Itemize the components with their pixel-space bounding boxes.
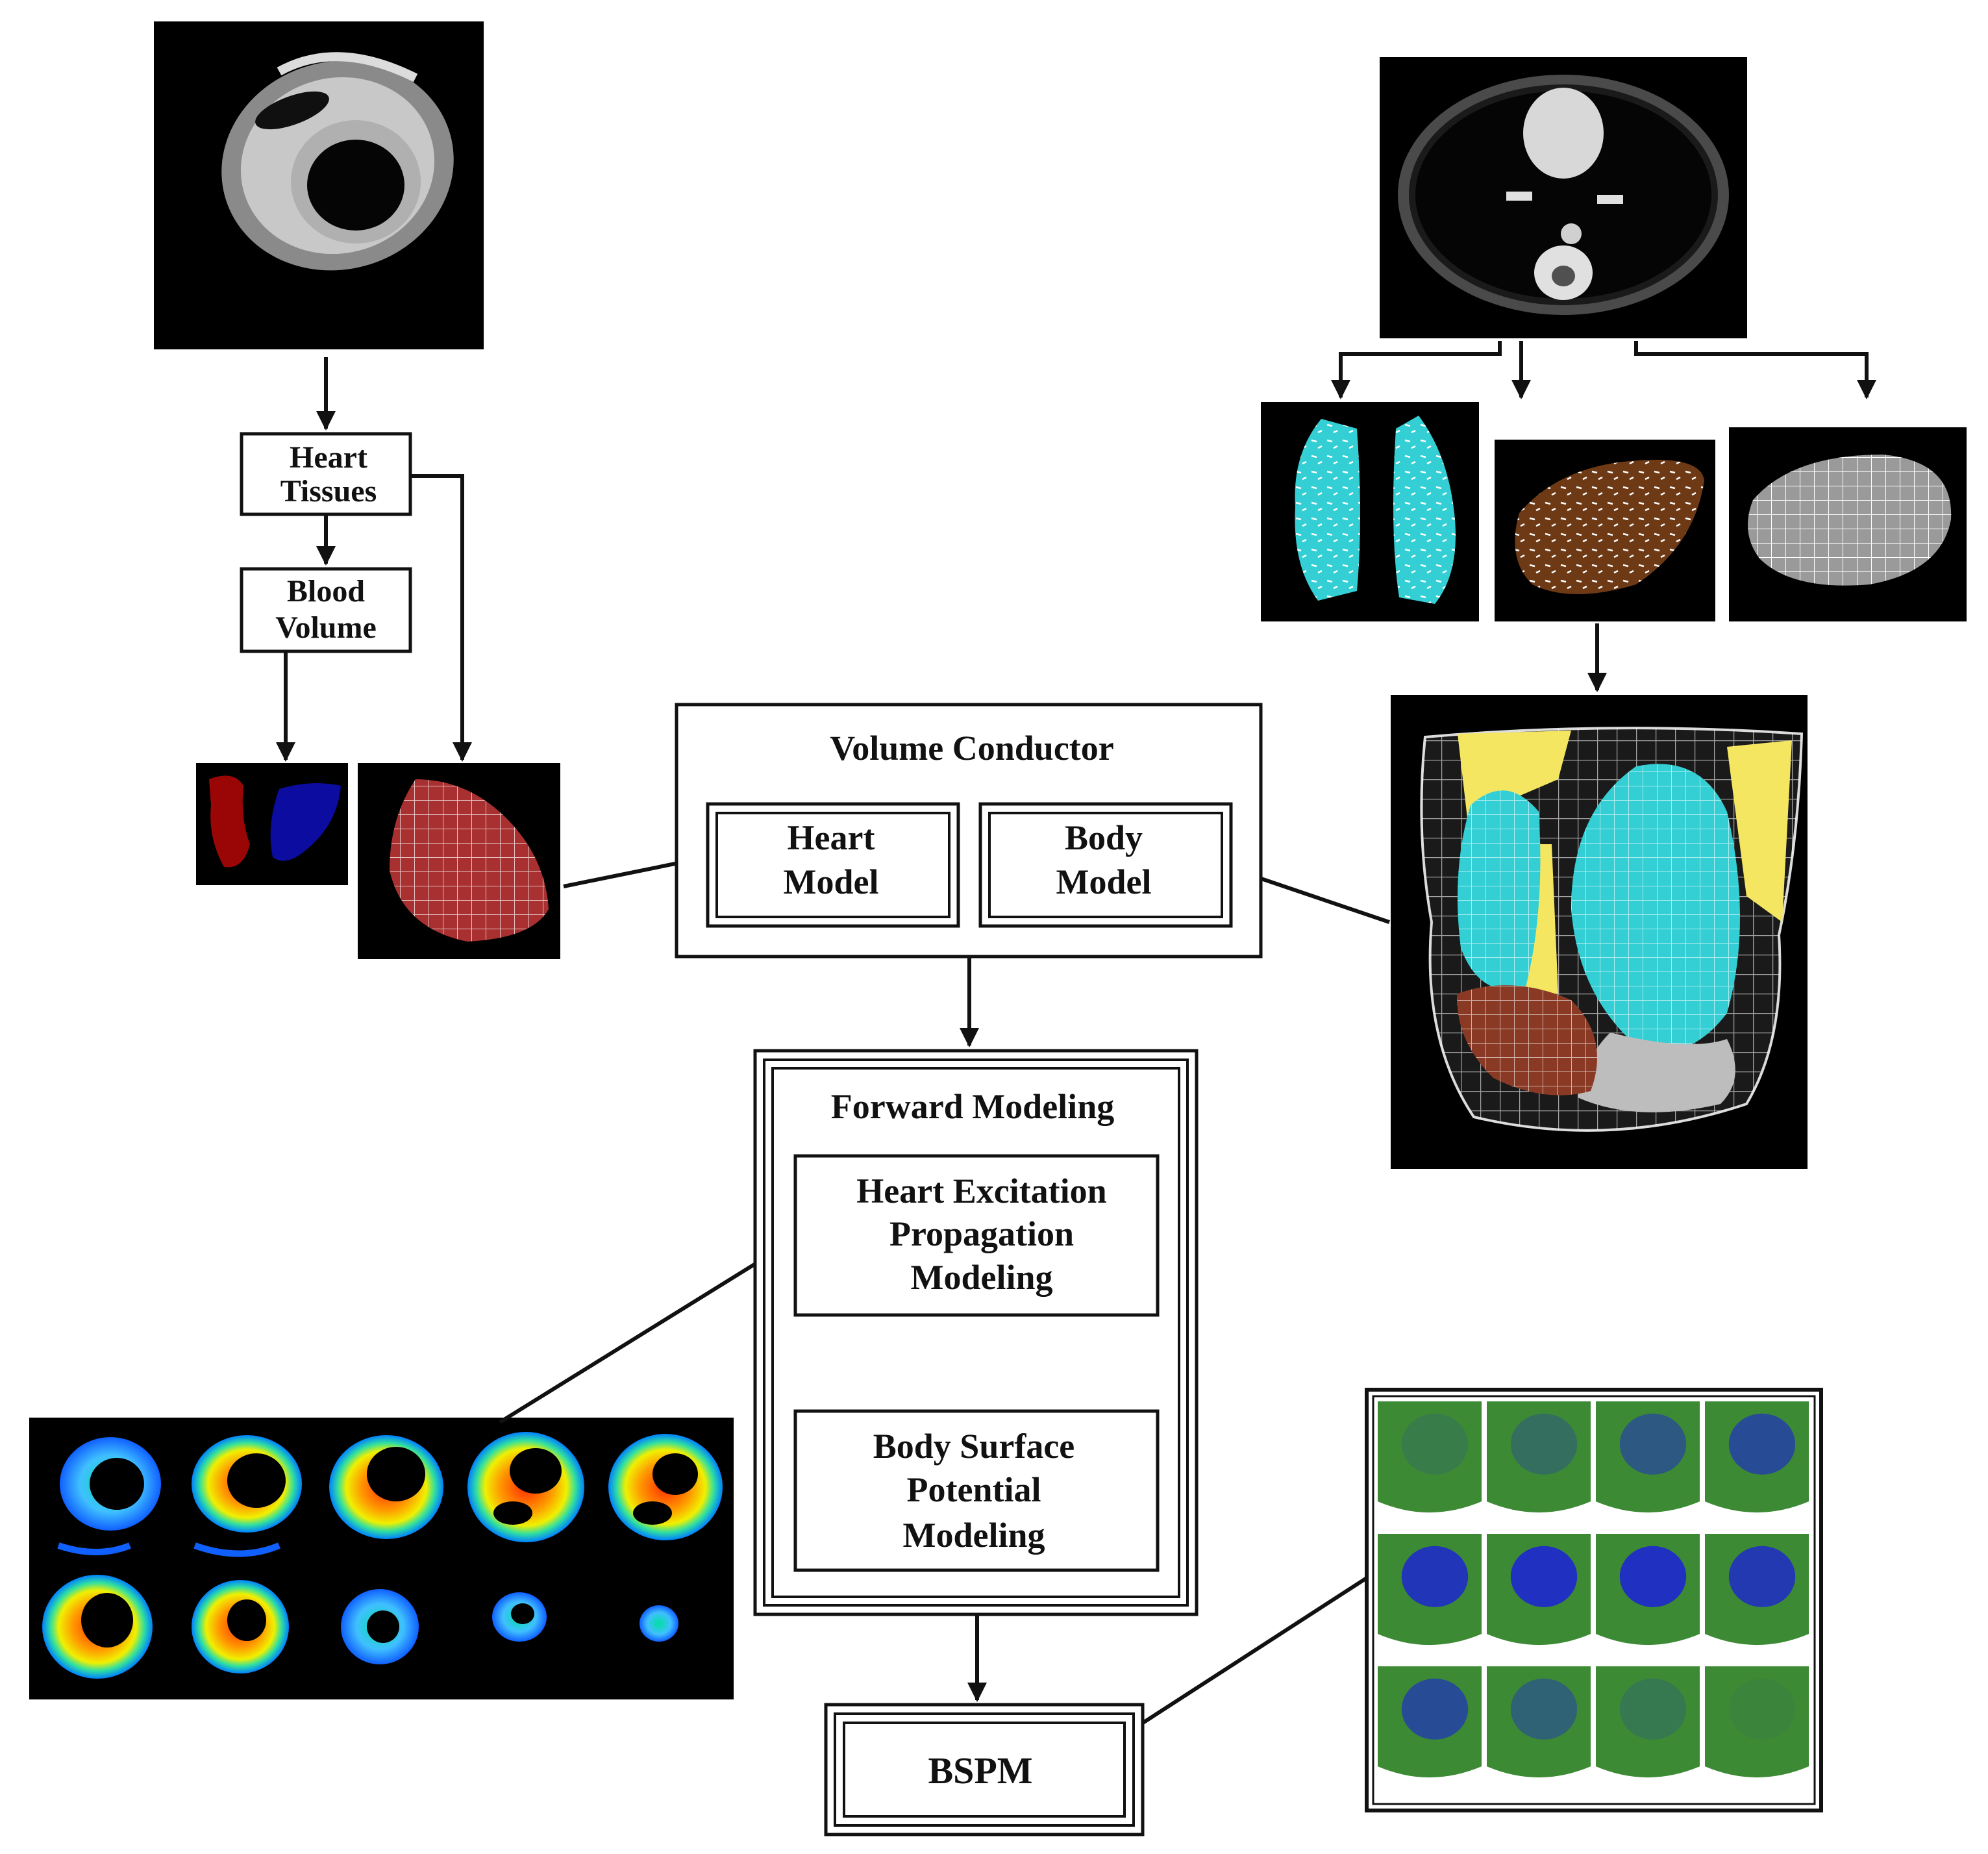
blood-volume-line-2: Volume [275, 610, 377, 645]
bspm-map-tile [1596, 1666, 1700, 1788]
forward-modeling-title: Forward Modeling [831, 1087, 1114, 1126]
bspm-map-tile [1705, 1666, 1809, 1788]
body-surface-line-1: Body Surface [873, 1427, 1075, 1466]
heart-tissues-line-1: Heart [290, 440, 367, 475]
bspm-map-tile [1487, 1401, 1591, 1523]
bspm-map-tile [1487, 1666, 1591, 1788]
blood-volume-box: Blood Volume [240, 567, 412, 653]
heart-model-line-1: Heart [788, 818, 875, 857]
body-surface-line-3: Modeling [902, 1516, 1045, 1555]
bspm-label: BSPM [928, 1749, 1032, 1792]
excitation-slice [192, 1580, 289, 1673]
bspm-map-tile [1378, 1401, 1482, 1523]
arrow-ct-to-torso [1634, 341, 1876, 399]
bspm-map-tile [1378, 1534, 1482, 1656]
heart-mri-image [154, 21, 484, 349]
excitation-slice [57, 1437, 161, 1555]
excitation-slice [341, 1589, 419, 1664]
bspm-box: BSPM [824, 1703, 1145, 1836]
bspm-map-tile [1487, 1534, 1591, 1656]
excitation-slice [192, 1435, 302, 1557]
bspm-map-tile [1596, 1401, 1700, 1523]
chest-ct-image [1380, 57, 1747, 338]
heart-excitation-box: Heart Excitation Propagation Modeling [793, 1154, 1160, 1317]
heart-excitation-line-2: Propagation [889, 1214, 1074, 1253]
heart-model-box: Heart Model [706, 802, 960, 928]
excitation-slices-image [29, 1418, 734, 1699]
torso-volume-model-image [1391, 695, 1808, 1169]
arrow-ct-to-lungs [1331, 341, 1502, 399]
heart-region-mesh-image [1495, 440, 1715, 621]
segmented-ventricles-image [196, 763, 348, 885]
lungs-mesh-image [1261, 402, 1479, 621]
bspm-maps-image [1365, 1388, 1823, 1812]
blood-volume-line-1: Blood [287, 574, 365, 608]
excitation-slice [608, 1434, 723, 1540]
body-model-line-2: Model [1056, 862, 1152, 901]
bspm-map-tile [1596, 1534, 1700, 1656]
bspm-map-tile [1705, 1534, 1809, 1656]
arrow-tissues-to-heart-mesh [410, 474, 472, 762]
excitation-slice [492, 1592, 547, 1642]
excitation-slice [329, 1435, 443, 1539]
excitation-slice [42, 1575, 153, 1679]
body-surface-box: Body Surface Potential Modeling [793, 1409, 1160, 1572]
body-model-box: Body Model [978, 802, 1233, 928]
excitation-slice [640, 1605, 678, 1642]
body-model-line-1: Body [1065, 818, 1143, 857]
body-surface-line-2: Potential [907, 1470, 1041, 1509]
heart-tissues-line-2: Tissues [280, 474, 377, 508]
torso-mesh-image [1729, 427, 1967, 621]
heart-tissues-box: Heart Tissues [240, 432, 412, 516]
volume-conductor-title: Volume Conductor [830, 729, 1114, 768]
heart-excitation-line-3: Modeling [910, 1258, 1052, 1297]
heart-model-line-2: Model [784, 862, 879, 901]
heart-excitation-line-1: Heart Excitation [856, 1171, 1106, 1210]
excitation-slice [467, 1432, 584, 1542]
bspm-map-tile [1705, 1401, 1809, 1523]
heart-mesh-image [358, 763, 560, 959]
bspm-map-tile [1378, 1666, 1482, 1788]
